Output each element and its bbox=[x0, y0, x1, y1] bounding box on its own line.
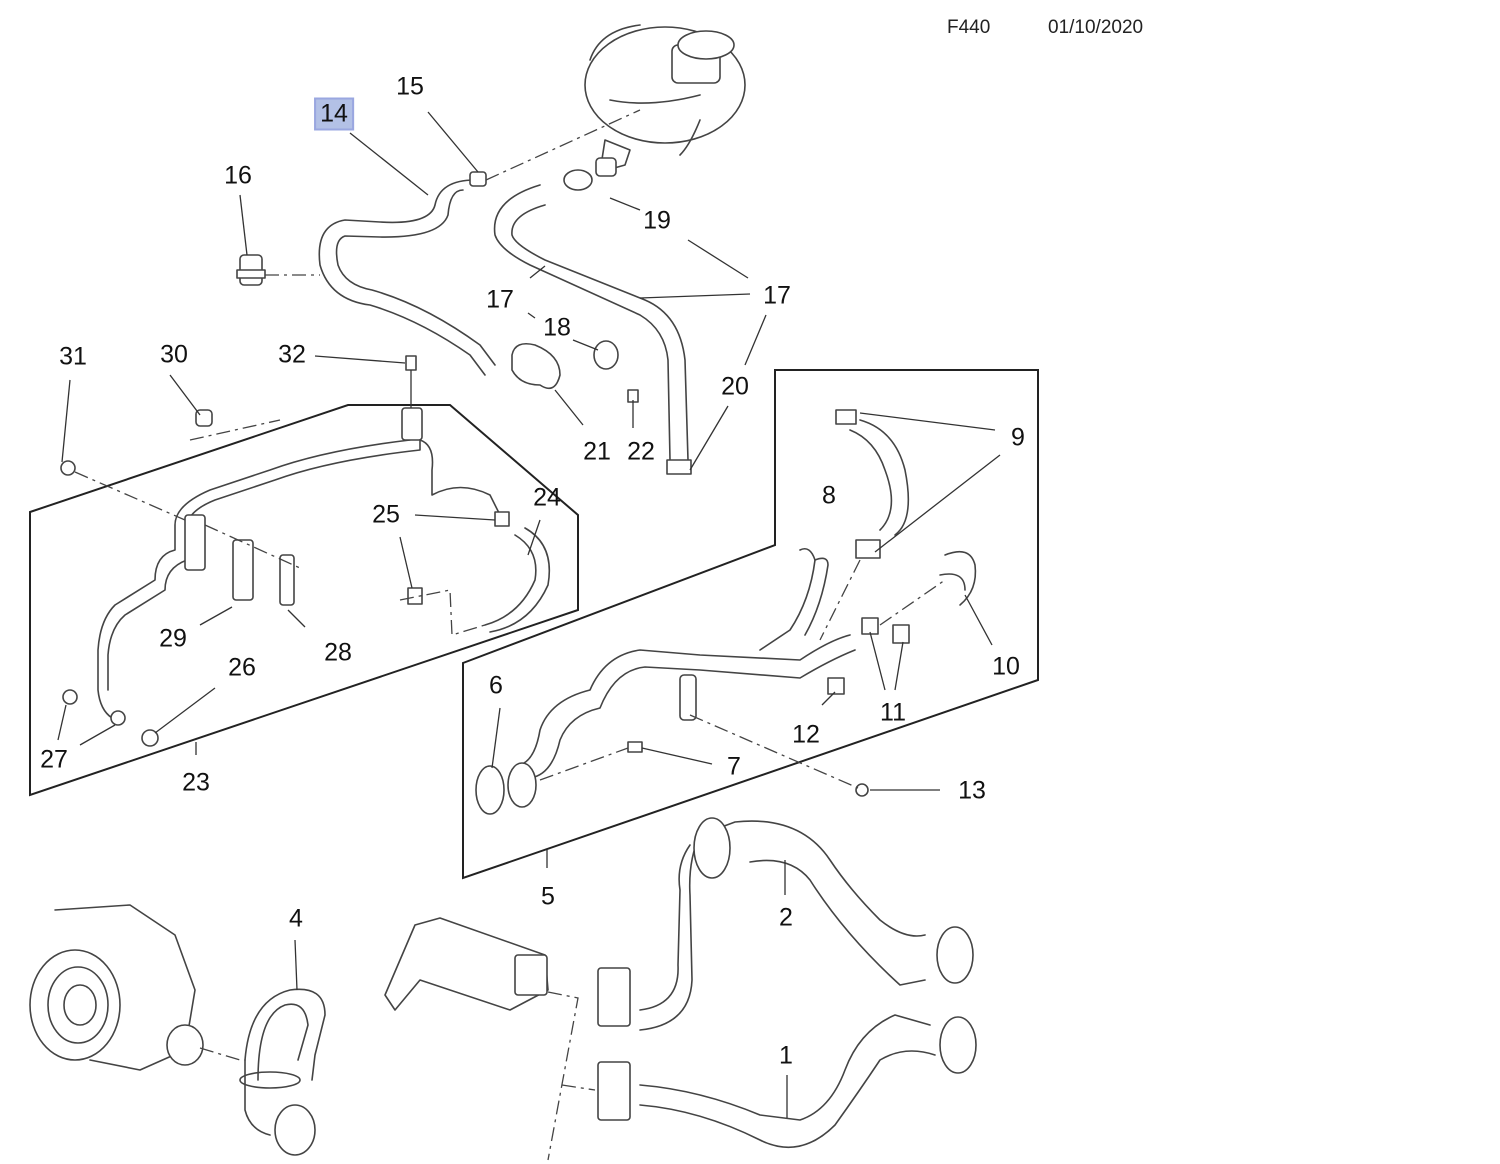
bolt-32[interactable] bbox=[405, 355, 417, 371]
clip-9b bbox=[855, 539, 881, 559]
coolant-outlet-housing-illustration bbox=[384, 917, 549, 1011]
water-pump-illustration bbox=[29, 904, 204, 1071]
hose-17[interactable] bbox=[493, 184, 671, 461]
clamp-11b bbox=[892, 624, 910, 644]
callout-28[interactable]: 28 bbox=[324, 638, 352, 667]
callout-27[interactable]: 27 bbox=[40, 745, 68, 774]
bolt-7[interactable] bbox=[627, 741, 643, 753]
washer-27 bbox=[62, 689, 78, 705]
callout-29[interactable]: 29 bbox=[159, 624, 187, 653]
clamp-20[interactable] bbox=[666, 459, 692, 475]
callout-17-left[interactable]: 17 bbox=[486, 285, 514, 314]
bracket-28 bbox=[279, 554, 295, 606]
callout-32[interactable]: 32 bbox=[278, 340, 306, 369]
grommet-18[interactable] bbox=[593, 340, 619, 370]
callout-1[interactable]: 1 bbox=[779, 1041, 793, 1070]
callout-9[interactable]: 9 bbox=[1011, 423, 1025, 452]
callout-2[interactable]: 2 bbox=[779, 903, 793, 932]
clamp-19[interactable] bbox=[563, 169, 593, 191]
bracket-7 bbox=[679, 674, 697, 721]
bolt-26 bbox=[141, 729, 159, 747]
callout-11[interactable]: 11 bbox=[880, 698, 906, 727]
hose-2[interactable] bbox=[597, 817, 974, 1031]
hose-1[interactable] bbox=[597, 1014, 977, 1148]
callout-16[interactable]: 16 bbox=[224, 161, 252, 190]
callout-18[interactable]: 18 bbox=[543, 313, 571, 342]
callout-12[interactable]: 12 bbox=[792, 720, 820, 749]
callout-17-right[interactable]: 17 bbox=[763, 281, 791, 310]
callout-30[interactable]: 30 bbox=[160, 340, 188, 369]
callout-7[interactable]: 7 bbox=[727, 752, 741, 781]
bracket-29 bbox=[232, 539, 254, 601]
callout-14-selected[interactable]: 14 bbox=[314, 97, 354, 131]
clamp-15[interactable] bbox=[469, 171, 487, 187]
hose-14[interactable] bbox=[318, 179, 486, 376]
callout-22[interactable]: 22 bbox=[627, 437, 655, 466]
callout-24[interactable]: 24 bbox=[533, 483, 561, 512]
bolt-31[interactable] bbox=[60, 460, 76, 476]
figure-code: F440 bbox=[947, 17, 991, 38]
callout-23[interactable]: 23 bbox=[182, 768, 210, 797]
clamp-11a bbox=[861, 617, 879, 635]
group-box-5 bbox=[462, 369, 1039, 880]
callout-4[interactable]: 4 bbox=[289, 904, 303, 933]
callout-13[interactable]: 13 bbox=[958, 776, 986, 805]
callout-31[interactable]: 31 bbox=[59, 342, 87, 371]
pipe-assembly-23[interactable] bbox=[62, 407, 551, 747]
bracket-21[interactable] bbox=[511, 342, 561, 390]
callout-15[interactable]: 15 bbox=[396, 72, 424, 101]
clamp-16[interactable] bbox=[236, 254, 266, 286]
leader-lines bbox=[57, 111, 1001, 1118]
callout-10[interactable]: 10 bbox=[992, 652, 1020, 681]
callout-25[interactable]: 25 bbox=[372, 500, 400, 529]
clip-25 bbox=[407, 587, 423, 605]
pipe-assembly-5[interactable] bbox=[475, 409, 977, 815]
callout-21[interactable]: 21 bbox=[583, 437, 611, 466]
hose-8 bbox=[859, 419, 910, 536]
group-box-23 bbox=[29, 404, 579, 797]
callout-5[interactable]: 5 bbox=[541, 882, 555, 911]
hose-4[interactable] bbox=[239, 988, 326, 1156]
callout-20[interactable]: 20 bbox=[721, 372, 749, 401]
callout-19[interactable]: 19 bbox=[643, 206, 671, 235]
callout-8[interactable]: 8 bbox=[822, 481, 836, 510]
hose-10 bbox=[939, 573, 966, 591]
coolant-reservoir-illustration bbox=[584, 24, 746, 177]
clip-9a bbox=[835, 409, 857, 425]
gasket-6 bbox=[475, 765, 505, 815]
clip-12 bbox=[827, 677, 845, 695]
bolt-13[interactable] bbox=[855, 783, 869, 797]
callout-26[interactable]: 26 bbox=[228, 653, 256, 682]
figure-date: 01/10/2020 bbox=[1048, 17, 1144, 38]
callout-6[interactable]: 6 bbox=[489, 671, 503, 700]
